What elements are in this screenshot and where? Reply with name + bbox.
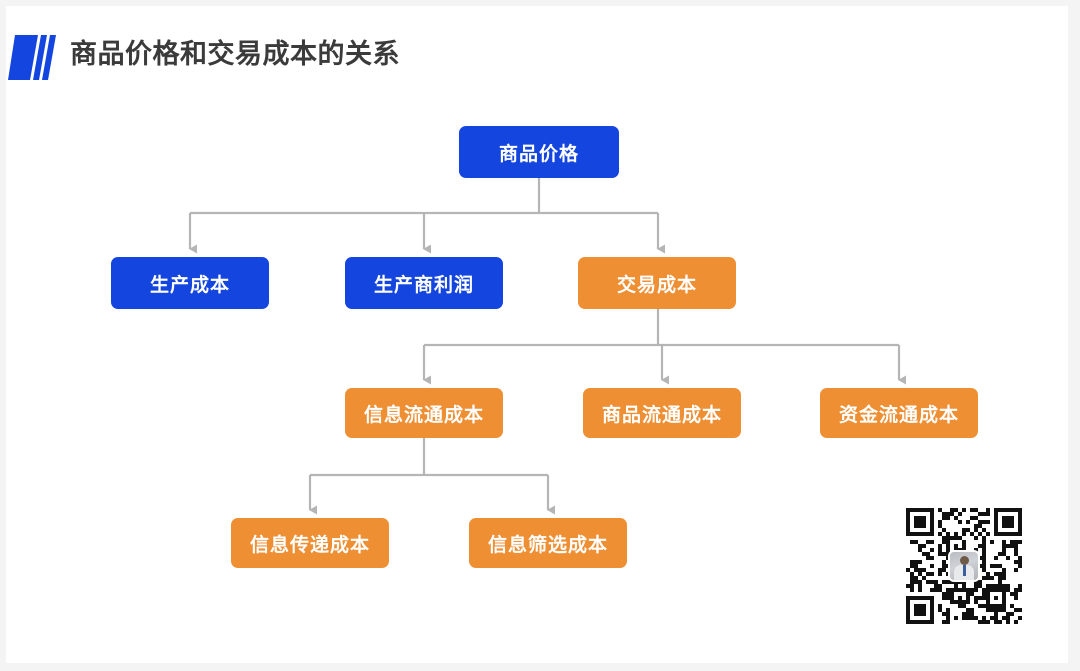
node-生产成本[interactable]: 生产成本 (111, 257, 269, 309)
node-生产商利润[interactable]: 生产商利润 (345, 257, 503, 309)
node-交易成本[interactable]: 交易成本 (578, 257, 736, 309)
node-label: 商品流通成本 (601, 404, 722, 426)
node-信息筛选成本[interactable]: 信息筛选成本 (469, 518, 627, 568)
node-label: 信息流通成本 (363, 404, 484, 426)
contact-avatar (950, 552, 978, 580)
node-信息传递成本[interactable]: 信息传递成本 (231, 518, 389, 568)
page-title: 商品价格和交易成本的关系 (70, 38, 400, 69)
node-label: 生产成本 (149, 274, 230, 296)
avatar-head (959, 556, 969, 565)
node-商品流通成本[interactable]: 商品流通成本 (583, 388, 741, 438)
node-label: 商品价格 (498, 143, 579, 165)
node-商品价格[interactable]: 商品价格 (459, 126, 619, 178)
node-信息流通成本[interactable]: 信息流通成本 (345, 388, 503, 438)
qr-code[interactable] (906, 508, 1022, 624)
avatar-tie (962, 565, 966, 576)
node-资金流通成本[interactable]: 资金流通成本 (820, 388, 978, 438)
header: 商品价格和交易成本的关系 (8, 28, 400, 80)
node-label: 交易成本 (616, 274, 697, 296)
node-label: 信息传递成本 (249, 534, 370, 556)
node-label: 生产商利润 (373, 274, 474, 296)
brand-logo-icon (8, 28, 58, 80)
node-label: 信息筛选成本 (487, 534, 608, 556)
node-label: 资金流通成本 (838, 404, 959, 426)
